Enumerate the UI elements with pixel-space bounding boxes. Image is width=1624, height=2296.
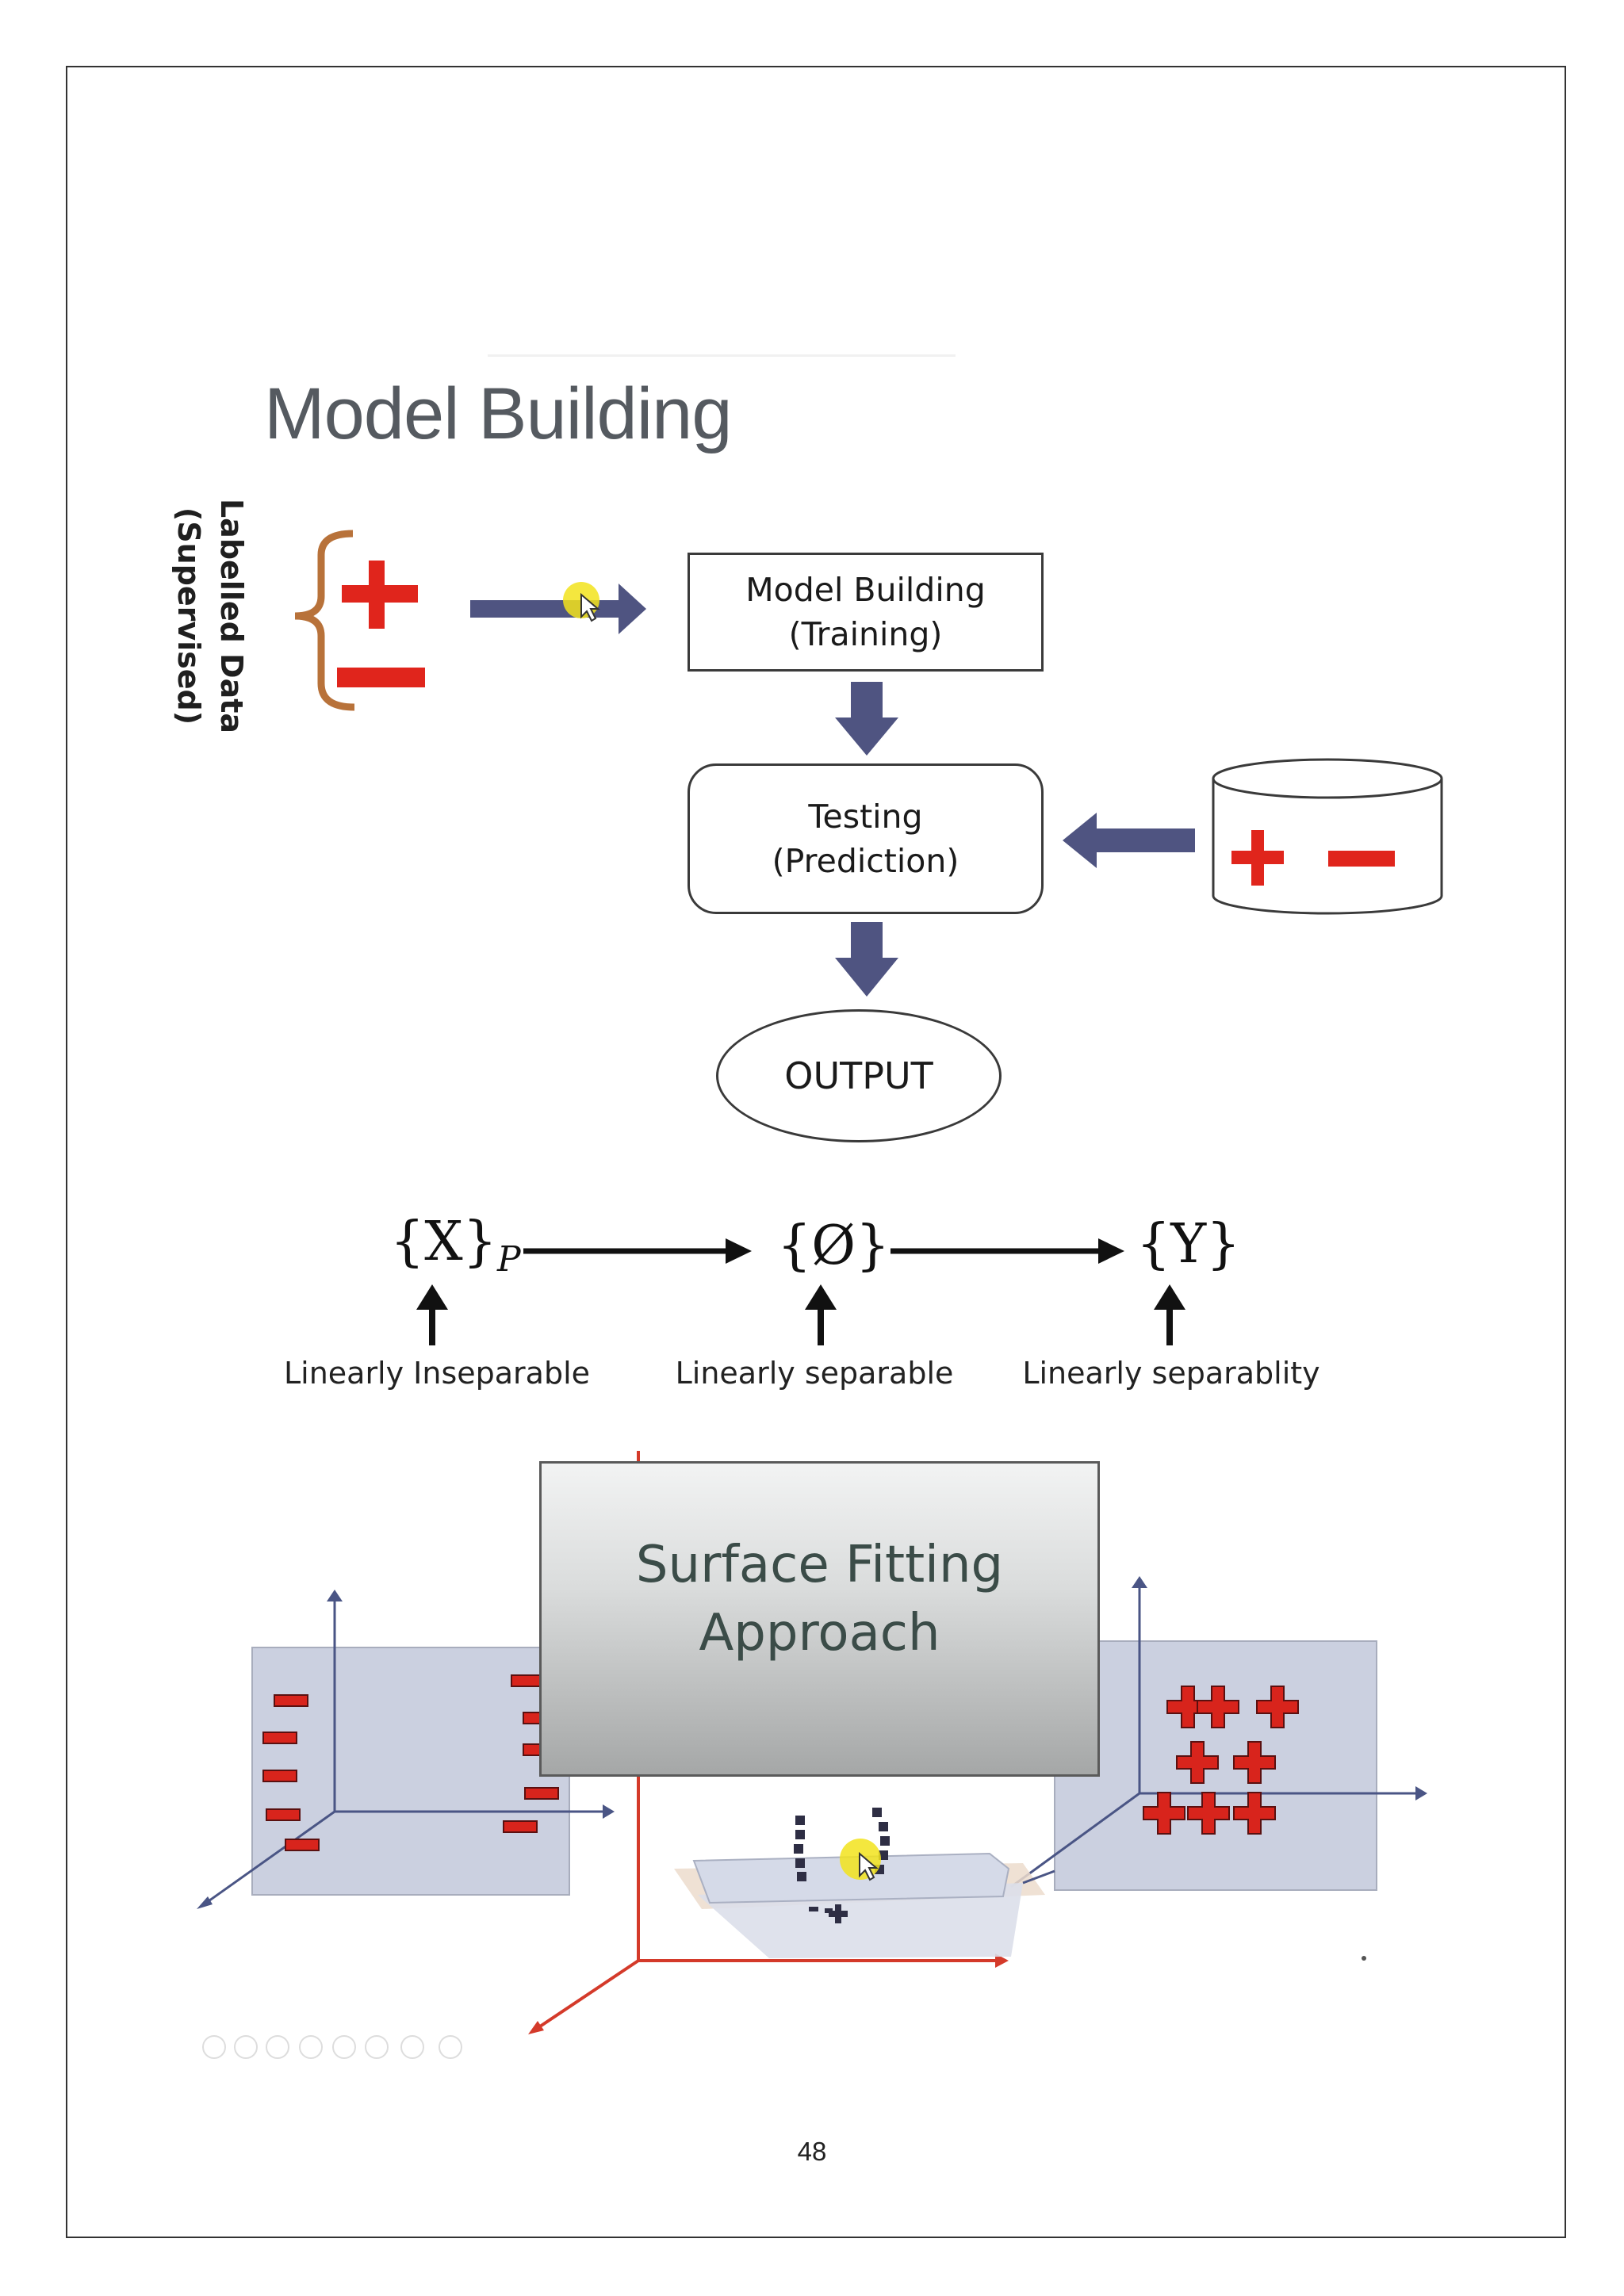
db-minus-icon: [1328, 851, 1395, 867]
curly-brace: [294, 530, 355, 711]
caption-linearly-inseparable: Linearly Inseparable: [283, 1356, 591, 1391]
plus-icon: [342, 561, 418, 629]
mapping-arrows: [416, 1238, 1185, 1345]
page-frame: [66, 66, 1566, 2238]
right-plot: [1010, 1576, 1427, 1961]
testing-text: Testing (Prediction): [772, 798, 959, 880]
testing-box: Testing (Prediction): [688, 763, 1044, 914]
cursor-arrow-2: [859, 1851, 879, 1881]
faint-toolbar-remnant: [202, 2035, 462, 2059]
cursor-arrow: [580, 592, 600, 622]
slide-title: Model Building: [264, 373, 732, 454]
surface-plane-top: [692, 1852, 1010, 1904]
output-text: OUTPUT: [784, 1054, 933, 1097]
caption-linearly-separable: Linearly separable: [675, 1356, 954, 1391]
output-ellipse: OUTPUT: [716, 1009, 1002, 1142]
x-set: {X}: [390, 1211, 497, 1273]
arrow-model-to-test: [835, 682, 898, 756]
phi-set: {Ø}: [777, 1215, 891, 1277]
model-building-text: Model Building (Training): [745, 571, 986, 653]
arrow-test-to-output: [835, 922, 898, 997]
center-plot: [528, 1451, 1055, 2034]
page-number: 48: [797, 2137, 827, 2166]
x-set-expression: {X}P: [390, 1211, 521, 1280]
x-subscript: P: [496, 1239, 521, 1280]
left-plot: [197, 1590, 615, 1909]
database-icon: [1212, 758, 1443, 915]
surface-fitting-overlay: Surface Fitting Approach: [539, 1461, 1100, 1777]
minus-icon: [337, 668, 425, 687]
divider-line: [488, 354, 956, 357]
caption-linearly-separablity: Linearly separablity: [1022, 1356, 1320, 1391]
y-set: {Y}: [1136, 1213, 1241, 1276]
db-plus-icon: [1231, 830, 1284, 886]
arrow-to-model: [470, 584, 646, 634]
arrow-db-to-test: [1063, 813, 1195, 868]
surface-fitting-text: Surface Fitting Approach: [635, 1536, 1004, 1663]
model-building-box: Model Building (Training): [688, 553, 1044, 672]
